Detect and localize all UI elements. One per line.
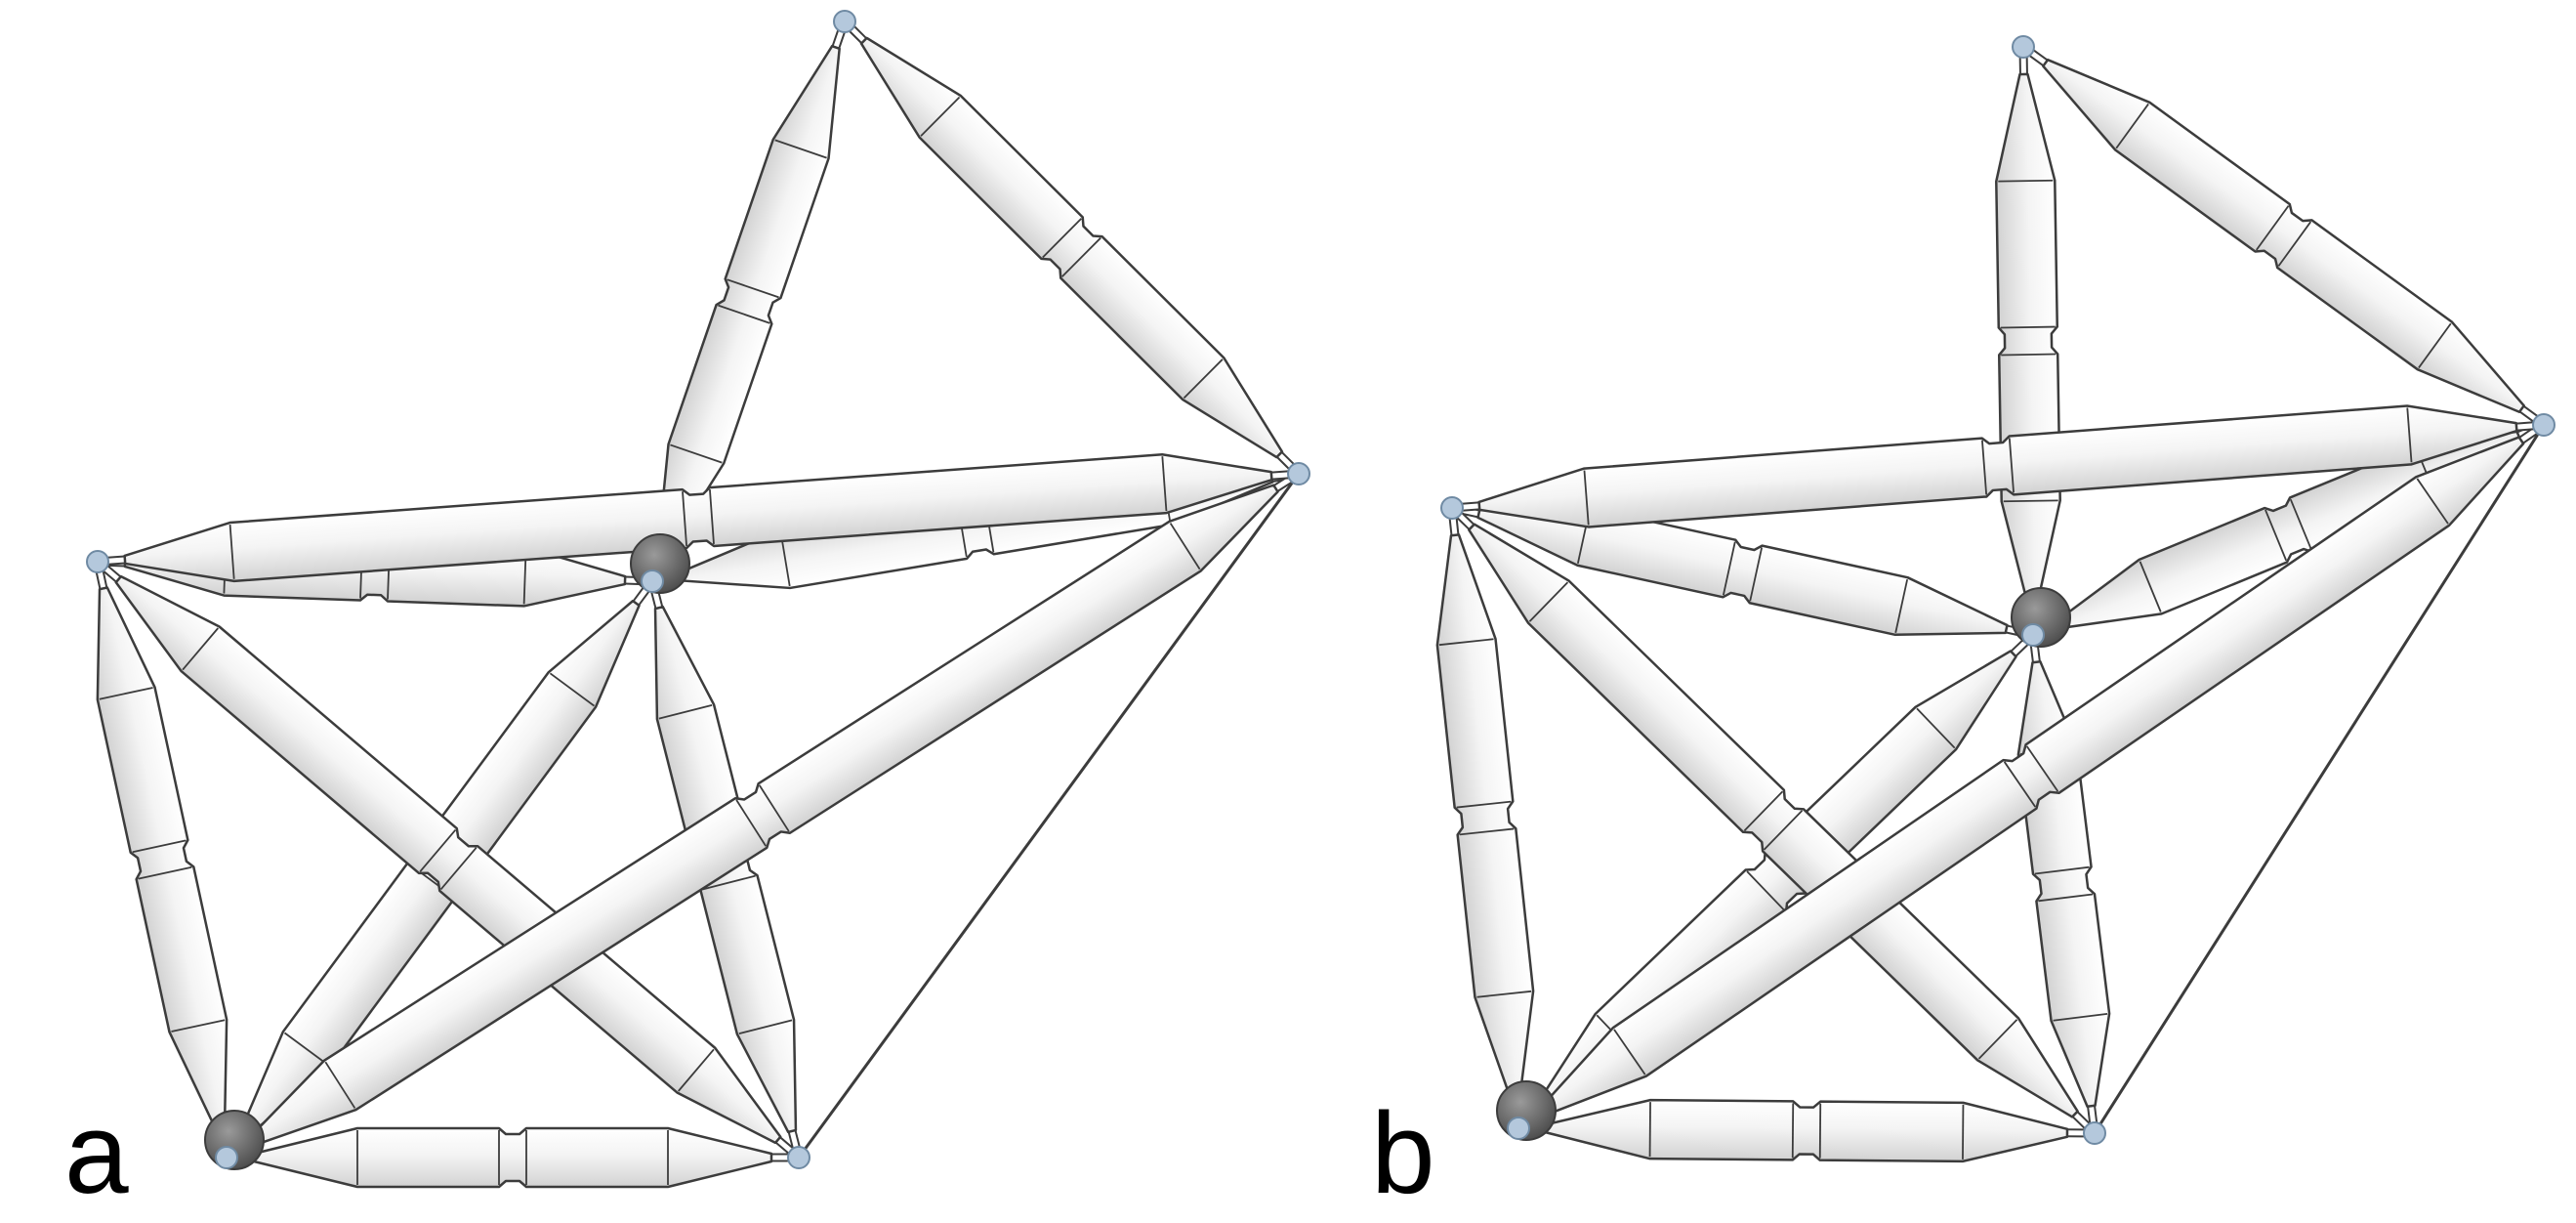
joint-node [2021,623,2045,647]
cable [797,473,1301,1159]
joint-node [2012,35,2035,59]
joint-node [641,569,664,593]
strut [2018,42,2549,430]
panel-b-label: b [1371,1089,1435,1218]
joint-node [1287,462,1310,485]
joint-node [1440,496,1464,520]
strut [1995,42,2061,640]
joint-node [86,550,109,573]
strut [222,1126,804,1189]
joint-node [2532,413,2555,437]
strut [840,17,1304,479]
strut [1447,503,2099,1138]
joint-node [833,10,856,33]
strut [1514,1098,2099,1163]
panel-a-label: a [64,1089,129,1218]
joint-node [787,1146,810,1169]
cable [2093,424,2546,1134]
joint-node [1507,1117,1530,1140]
panel-b-model [1435,35,2555,1163]
strut [93,452,1304,583]
panel-a-model [86,10,1310,1189]
joint-node [2083,1121,2106,1145]
joint-node [215,1146,238,1169]
